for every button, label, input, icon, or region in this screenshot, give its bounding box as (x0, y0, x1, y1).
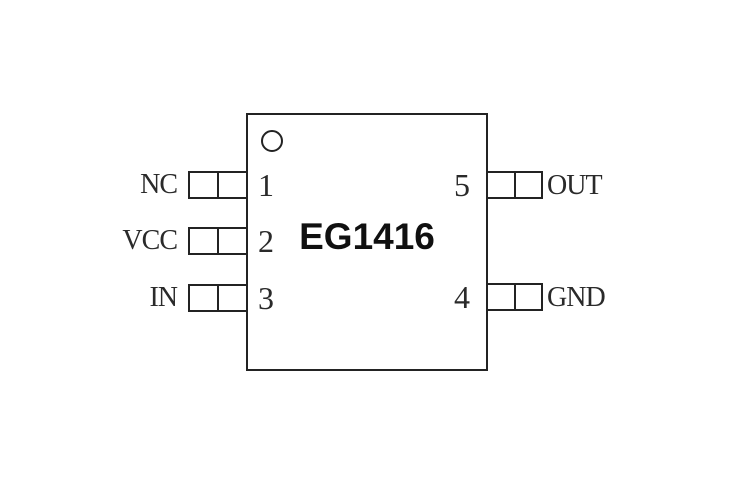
pin-lead-divider (217, 229, 219, 253)
pin-name-nc: NC (140, 169, 178, 200)
pin-name-out: OUT (547, 170, 603, 201)
pin-number-3: 3 (258, 280, 274, 316)
pin-name-vcc: VCC (122, 225, 178, 256)
ic-body (246, 113, 488, 371)
pin-lead-5 (486, 171, 543, 199)
pin-lead-divider (513, 173, 516, 197)
pin-number-2: 2 (258, 223, 274, 259)
pin-lead-3 (188, 284, 248, 312)
pin-number-4: 4 (454, 279, 470, 315)
pin-lead-4 (486, 283, 543, 311)
pin1-indicator-dot-icon (261, 130, 283, 152)
pin-lead-2 (188, 227, 248, 255)
pin-number-1: 1 (258, 167, 274, 203)
part-number-label: EG1416 (299, 216, 435, 257)
pin-lead-1 (188, 171, 248, 199)
pin-lead-divider (217, 173, 219, 197)
pin-lead-divider (513, 285, 516, 309)
pin-name-in: IN (149, 282, 178, 313)
pin-lead-divider (217, 286, 219, 310)
pin-number-5: 5 (454, 167, 470, 203)
pin-name-gnd: GND (547, 282, 606, 313)
